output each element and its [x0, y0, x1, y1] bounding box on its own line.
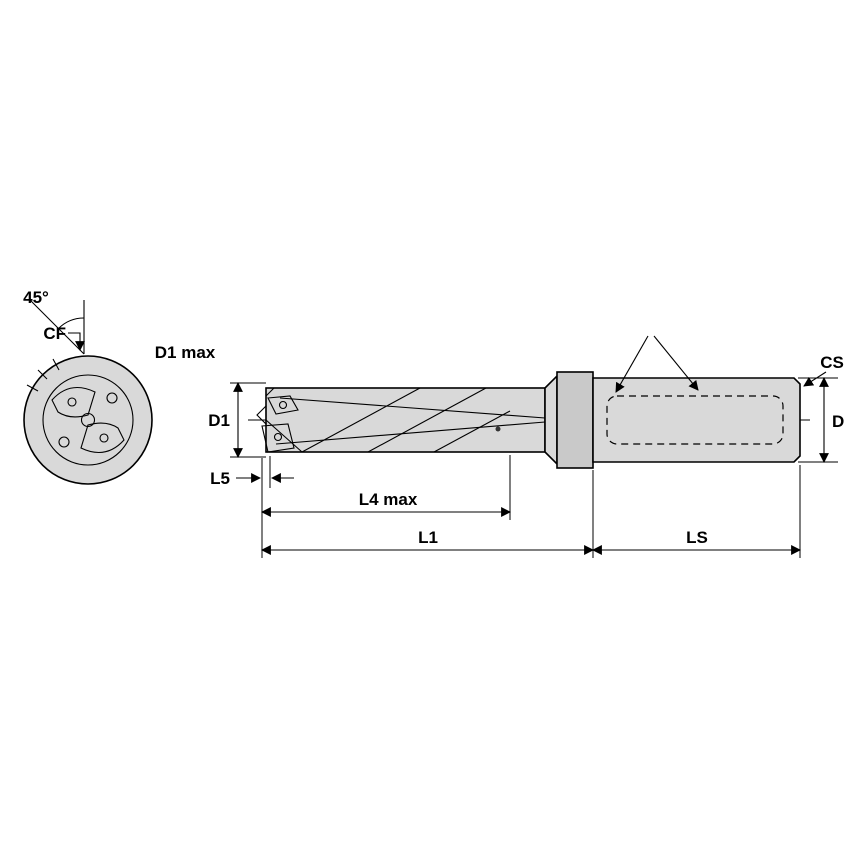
tip-corner-chamfer [265, 387, 275, 397]
inner-insert [267, 395, 299, 415]
front-view-insert-pockets [51, 386, 125, 454]
coolant-hole [495, 426, 501, 432]
cs-leader-arrow [803, 371, 827, 387]
center-hole [80, 412, 96, 428]
label-cs: CS [820, 353, 844, 372]
body-collar-taper [544, 374, 558, 466]
center-point [256, 404, 267, 426]
cf-leader-arrow [68, 332, 85, 351]
label-l4-max: L4 max [359, 490, 418, 509]
coolant-hole [106, 392, 118, 404]
label-45-degrees: 45° [23, 288, 49, 307]
cf-callout: CF [43, 324, 85, 351]
outer-insert [261, 423, 295, 453]
flute-lines [275, 387, 546, 453]
chamfer-hatch-ticks [26, 358, 60, 392]
drill-body [265, 387, 546, 453]
label-l5: L5 [210, 469, 230, 488]
front-view-face-circle [42, 374, 134, 466]
label-d1-max: D1 max [155, 343, 216, 362]
drill-shank [592, 377, 801, 463]
label-cf: CF [43, 324, 66, 343]
angle-leg-45 [29, 299, 85, 355]
dimensions: D1 max D1 L5 L4 max L1 LS D CS [155, 343, 844, 558]
insert-screw-icon [99, 433, 109, 443]
clamp-flat-dashed-outline [606, 395, 784, 445]
label-l1: L1 [418, 528, 438, 547]
insert-screw-icon [278, 400, 288, 410]
tip-flute-edge [265, 419, 303, 453]
insert-screw-icon [273, 432, 283, 442]
drill-tip [256, 387, 303, 453]
coolant-hole [58, 436, 70, 448]
chamfer-angle-callout: 45° [23, 288, 85, 355]
angle-arc [58, 317, 85, 329]
label-d: D [832, 412, 844, 431]
drill-collar [556, 371, 594, 469]
label-ls: LS [686, 528, 708, 547]
insert-screw-icon [67, 397, 77, 407]
clamp-surface-leaders [615, 335, 699, 393]
side-view [256, 335, 801, 469]
front-view [23, 355, 153, 485]
label-d1: D1 [208, 411, 230, 430]
